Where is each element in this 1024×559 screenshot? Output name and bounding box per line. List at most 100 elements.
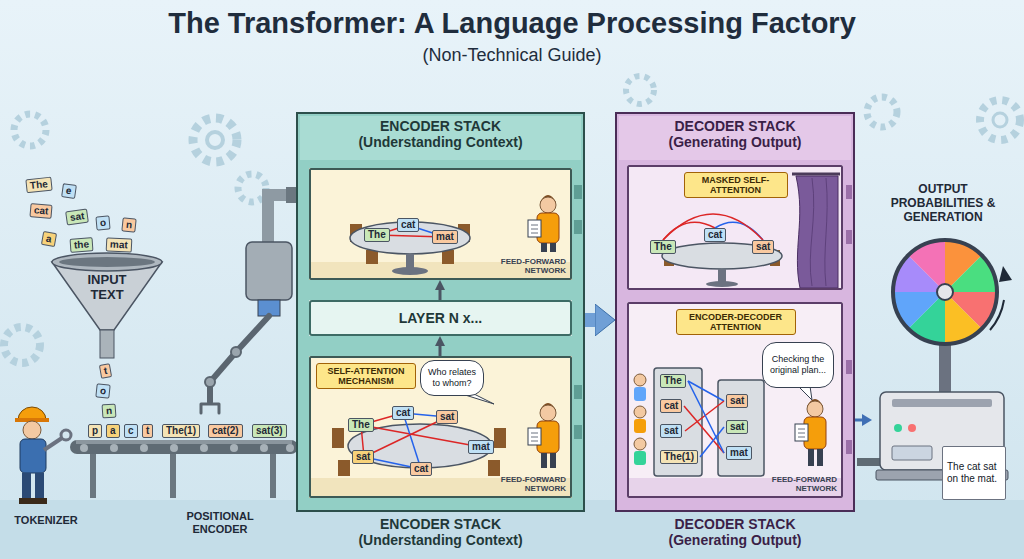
node-text: ENCODER-DECODER ATTENTION: [676, 309, 796, 335]
tokenizer-worker: [35, 473, 44, 499]
background-gear: [626, 76, 654, 104]
probability-wheel: [937, 284, 953, 300]
round-table: [332, 428, 344, 448]
decoder-building-fill: [619, 116, 851, 160]
analyst: [541, 453, 547, 468]
node-text: Checking the original plan...: [767, 354, 829, 376]
encoder-building-fill: [300, 116, 581, 160]
analyst: [528, 428, 541, 445]
long-table: [718, 380, 764, 476]
conveyor: [110, 444, 118, 452]
decoder-building-fill: [627, 302, 843, 498]
node-text: FEED-FORWARD NETWORK: [763, 475, 837, 493]
token-tile: c: [124, 424, 138, 438]
decoder-building-fill: [846, 185, 852, 199]
decoder-building-fill: [846, 230, 852, 244]
token-tile: cat: [410, 462, 432, 476]
robot-arm: [210, 316, 269, 402]
analyst: [528, 195, 559, 252]
printer: [908, 424, 916, 432]
tokenizer-worker: [33, 498, 47, 504]
token-tile: mat: [726, 446, 752, 460]
token-tile: a: [106, 424, 120, 438]
token-tile: o: [95, 215, 110, 230]
subtitle: (Non-Technical Guide): [312, 44, 712, 66]
flow-arrow: [439, 289, 442, 300]
token-tile: sat: [352, 450, 374, 464]
analyst: [550, 453, 556, 468]
pipe: [246, 242, 292, 300]
token-tile: The(1): [660, 450, 698, 464]
background-gear: [993, 113, 1007, 127]
probability-wheel: [945, 255, 997, 292]
background-gear: [4, 327, 40, 363]
encoder-building-fill: [574, 185, 582, 199]
node-text: DECODER STACK (Generating Output): [645, 118, 825, 150]
conveyor: [140, 444, 148, 452]
diagram-title: The Transformer: A Language Processing F…: [0, 6, 1024, 40]
probability-wheel: [893, 240, 997, 344]
robot-arm: [201, 316, 269, 413]
analyst: [531, 225, 538, 233]
encoder-building-fill: [574, 385, 582, 399]
encoder-building-fill: [296, 112, 585, 512]
conveyor: [260, 444, 268, 452]
encoder-room: FEED-FORWARD NETWORK: [309, 168, 572, 280]
token-tile: The: [650, 240, 676, 254]
token-tile: cat: [29, 203, 53, 219]
input-funnel: INPUT TEXT: [50, 250, 164, 360]
cross-attention-line: [684, 381, 724, 457]
cross-attention-line: [700, 427, 724, 457]
seated-person: [634, 374, 646, 386]
seated-person: [634, 419, 646, 433]
printed-page: The cat sat on the mat.: [942, 446, 1006, 500]
probability-wheel: [893, 292, 945, 329]
token-tile: mat: [106, 237, 132, 252]
decoder-building-fill: [615, 112, 855, 512]
curtain: [796, 176, 838, 288]
round-table: [442, 250, 454, 264]
background-gear: [867, 97, 897, 127]
token-tile: n: [102, 404, 117, 419]
analyst: [817, 449, 823, 466]
funnel-rim: [52, 253, 162, 271]
decoder-building-fill: [627, 165, 843, 290]
token-tile: the: [70, 237, 94, 253]
conveyor: [170, 444, 178, 452]
node-text: OUTPUT PROBABILITIES & GENERATION: [879, 182, 1007, 224]
node-text: ENCODER STACK (Understanding Context): [346, 516, 536, 548]
speech-bubble: Who relates to whom?: [420, 360, 484, 396]
token-tile: sat: [726, 394, 748, 408]
token-tile: e: [61, 183, 76, 199]
analyst: [528, 403, 559, 468]
token-tile: sat: [436, 410, 458, 424]
encoder-building-fill: [309, 356, 572, 498]
probability-wheel: [945, 292, 982, 344]
background-gear: [980, 100, 1020, 140]
token-tile: sat: [752, 240, 774, 254]
funnel-spout: [100, 330, 114, 358]
attention-line: [403, 413, 421, 469]
robot-arm: [205, 377, 215, 387]
token-tile: The: [25, 177, 52, 194]
tokenizer-worker: [44, 438, 62, 450]
probability-wheel: [999, 266, 1012, 282]
analyst: [540, 197, 556, 213]
round-table: [338, 460, 350, 476]
analyst: [795, 424, 808, 441]
part-label: TOKENIZER: [8, 514, 84, 527]
seated-person: [634, 438, 646, 450]
token-tile: mat: [468, 440, 494, 454]
curtain: [810, 178, 827, 286]
token-tile: cat: [704, 228, 726, 242]
decoder-building-fill: [615, 112, 855, 512]
round-table: [488, 460, 500, 476]
probability-wheel: [908, 240, 945, 292]
token-tile: cat: [397, 218, 419, 232]
bubble-tail: [798, 386, 812, 400]
analyst: [808, 449, 814, 466]
conveyor: [70, 440, 298, 454]
printer: [894, 424, 902, 432]
layer-band: LAYER N x...: [309, 300, 572, 336]
seated-person: [634, 406, 646, 418]
